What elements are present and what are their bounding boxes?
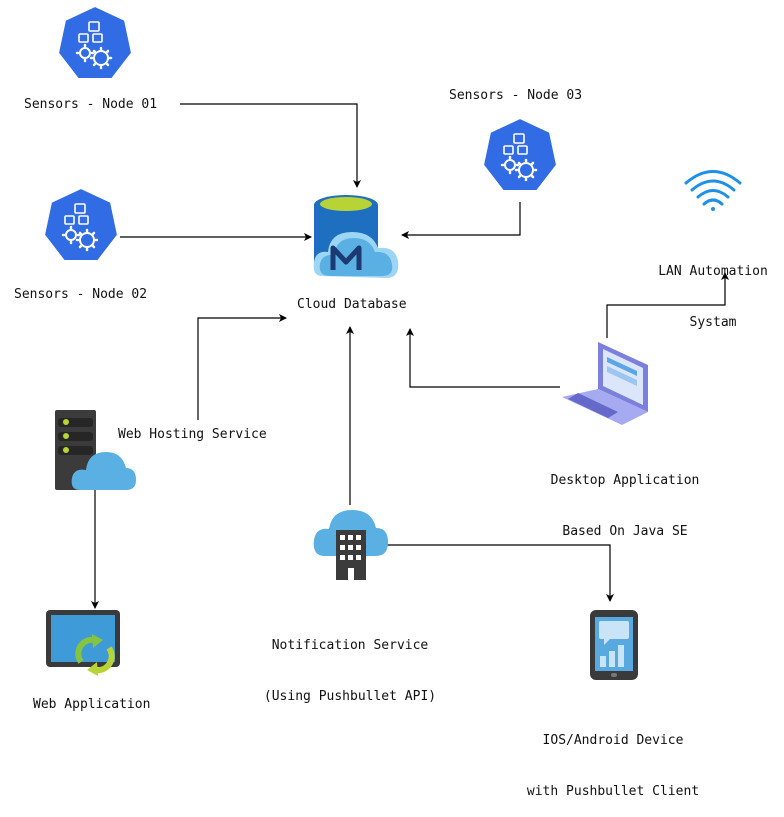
desktop-application-line2: Based On Java SE — [562, 524, 688, 539]
notification-service-line2: (Using Pushbullet API) — [263, 689, 437, 704]
cloud-database-label: Cloud Database — [297, 297, 407, 312]
kubernetes-sensor-icon — [56, 4, 134, 81]
edge-notification-to-mobile — [384, 544, 614, 602]
notification-service-line1: Notification Service — [271, 638, 429, 653]
cloud-building-icon — [313, 510, 388, 580]
edge-desktop-to-lan — [606, 272, 729, 338]
kubernetes-sensor-icon — [481, 116, 559, 193]
cloud-database-icon — [313, 195, 399, 278]
tablet-sync-icon — [46, 610, 120, 676]
wifi-icon — [684, 170, 742, 211]
sensor-node-02-label: Sensors - Node 02 — [14, 287, 148, 302]
server-cloud-icon — [55, 410, 136, 490]
connectors — [91, 103, 729, 609]
edge-node03-to-db — [401, 202, 521, 239]
kubernetes-sensor-icon — [42, 186, 120, 263]
lan-automation-line1: LAN Automation — [658, 264, 768, 279]
notification-service-label: Notification Service (Using Pushbullet A… — [264, 603, 436, 722]
desktop-application-label: Desktop Application Based On Java SE — [551, 438, 700, 557]
desktop-application-line1: Desktop Application — [550, 473, 700, 488]
sensor-node-01-label: Sensors - Node 01 — [24, 97, 158, 112]
edge-desktop-to-db — [406, 328, 560, 388]
edge-hosting-to-db — [197, 314, 287, 420]
lan-automation-line2: Systam — [689, 315, 737, 330]
lan-automation-label: LAN Automation Systam — [658, 229, 768, 348]
edge-node01-to-db — [180, 103, 361, 188]
web-application-label: Web Application — [33, 697, 151, 712]
sensor-node-03-label: Sensors - Node 03 — [449, 88, 583, 103]
web-hosting-label: Web Hosting Service — [118, 427, 267, 442]
phone-icon — [590, 610, 638, 680]
mobile-device-label: IOS/Android Device with Pushbullet Clien… — [527, 698, 699, 817]
laptop-icon — [562, 342, 648, 425]
mobile-device-line2: with Pushbullet Client — [526, 784, 700, 799]
architecture-diagram — [42, 4, 742, 680]
